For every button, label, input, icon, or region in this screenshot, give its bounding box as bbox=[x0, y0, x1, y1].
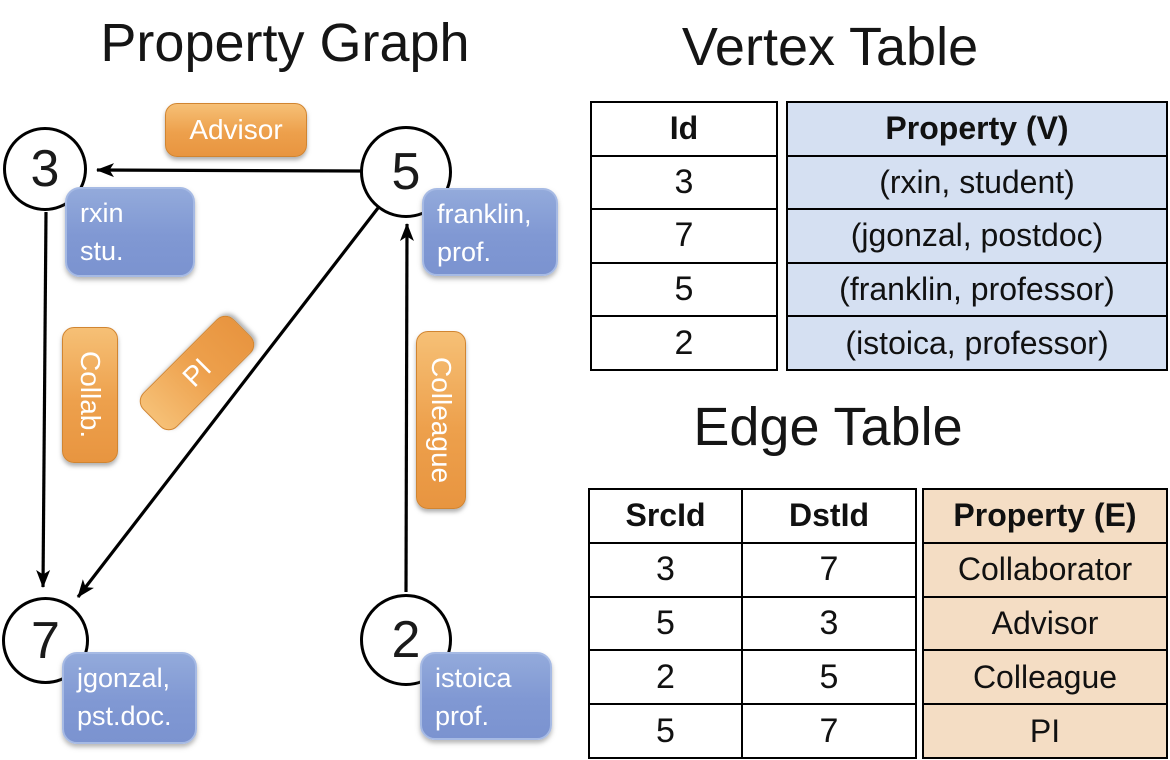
edge-table-cell-srcid: 2 bbox=[590, 649, 741, 703]
property-line: stu. bbox=[80, 235, 124, 266]
edge-collab-arrow bbox=[36, 211, 51, 588]
edge-table-cell-property: Colleague bbox=[924, 649, 1166, 704]
node-id: 2 bbox=[391, 611, 421, 669]
edge-label-colleague: Colleague bbox=[416, 331, 466, 509]
property-line: istoica bbox=[435, 663, 512, 693]
graph-node-3: 3 bbox=[3, 127, 87, 211]
edge-label-collab: Collab. bbox=[62, 327, 118, 463]
edge-table-header-property: Property (E) bbox=[924, 490, 1166, 542]
property-line: prof. bbox=[435, 700, 490, 731]
edge-advisor-arrow bbox=[96, 163, 362, 178]
vertex-table-cell-id: 2 bbox=[592, 315, 776, 369]
node-id: 7 bbox=[31, 611, 60, 670]
vertex-table-cell-property: (rxin, student) bbox=[788, 154, 1166, 209]
edge-table-cell-srcid: 3 bbox=[590, 541, 741, 596]
edge-table-header-srcid: SrcId bbox=[625, 497, 706, 534]
property-line: jgonzal, bbox=[77, 663, 171, 693]
edge-table-cell-property: Advisor bbox=[924, 595, 1166, 650]
edge-table-cell-dstid: 7 bbox=[743, 541, 915, 596]
edge-table-title: Edge Table bbox=[693, 397, 963, 457]
node-id: 3 bbox=[30, 140, 60, 198]
edge-table-cell-srcid: 5 bbox=[590, 703, 741, 757]
vertex-table-cell-property: (franklin, professor) bbox=[788, 261, 1166, 316]
edge-table-dstid-column: DstId 7 3 5 7 bbox=[741, 488, 917, 759]
node-id: 5 bbox=[391, 143, 421, 201]
property-graph-title: Property Graph bbox=[100, 13, 470, 73]
edge-table-srcid-column: SrcId 3 5 2 5 bbox=[588, 488, 743, 759]
edge-table-cell-dstid: 5 bbox=[743, 649, 915, 703]
vertex-table-property-column: Property (V) (rxin, student) (jgonzal, p… bbox=[786, 101, 1168, 371]
edge-table-cell-property: Collaborator bbox=[924, 541, 1166, 596]
edge-table-cell-dstid: 3 bbox=[743, 595, 915, 650]
vertex-table-cell-id: 7 bbox=[592, 208, 776, 262]
edge-table-property-column: Property (E) Collaborator Advisor Collea… bbox=[922, 488, 1168, 759]
vertex-table-cell-id: 3 bbox=[592, 154, 776, 209]
property-line: franklin, bbox=[437, 199, 532, 229]
node-property-box-jgonzal: jgonzal, pst.doc. bbox=[62, 652, 197, 744]
edge-table-cell-property: PI bbox=[924, 703, 1166, 757]
vertex-table-cell-id: 5 bbox=[592, 261, 776, 316]
vertex-table-title: Vertex Table bbox=[681, 17, 979, 77]
edge-label-advisor: Advisor bbox=[165, 103, 307, 157]
edge-table-header-dstid: DstId bbox=[789, 497, 869, 534]
edge-table-cell-srcid: 5 bbox=[590, 595, 741, 650]
property-line: pst.doc. bbox=[77, 700, 172, 731]
node-property-box-franklin: franklin, prof. bbox=[422, 188, 558, 276]
edge-table-cell-dstid: 7 bbox=[743, 703, 915, 757]
graph-node-5: 5 bbox=[360, 126, 452, 218]
edge-colleague-arrow bbox=[399, 223, 414, 593]
vertex-table-header-property: Property (V) bbox=[788, 103, 1166, 155]
node-property-box-istoica: istoica prof. bbox=[420, 652, 552, 740]
property-line: prof. bbox=[437, 236, 492, 267]
graph-edges-layer bbox=[36, 163, 414, 598]
node-property-box-rxin: rxin stu. bbox=[65, 187, 195, 277]
vertex-table-cell-property: (jgonzal, postdoc) bbox=[788, 208, 1166, 262]
vertex-table-cell-property: (istoica, professor) bbox=[788, 315, 1166, 369]
property-line: rxin bbox=[80, 198, 124, 228]
vertex-table-header-id: Id bbox=[669, 110, 699, 147]
vertex-table-id-column: Id 3 7 5 2 bbox=[590, 101, 778, 371]
edge-pi-arrow bbox=[76, 207, 380, 598]
